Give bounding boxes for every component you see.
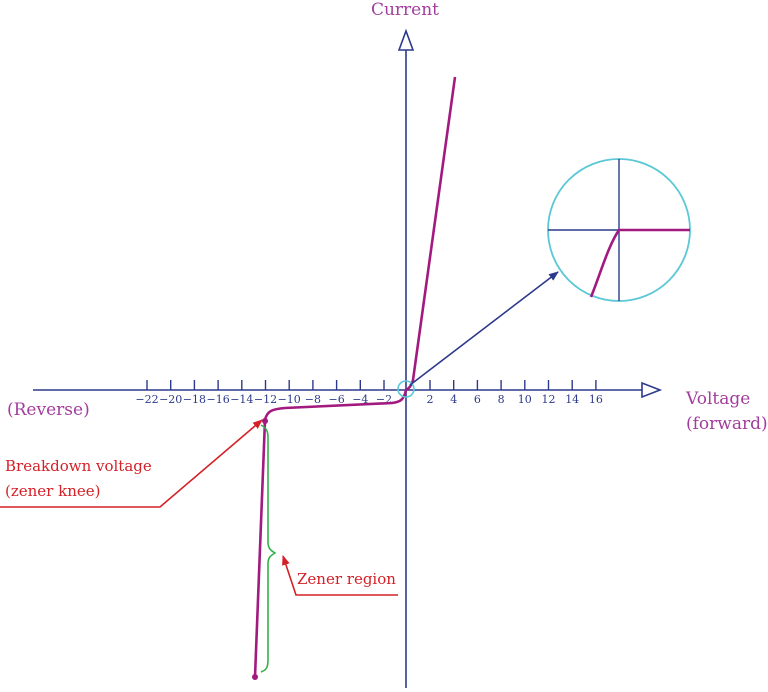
positive-tick-label: 12 [542,393,556,406]
negative-tick-label: −22 [135,393,158,406]
breakdown-voltage-label: Breakdown voltage [5,457,152,475]
zener-region-label: Zener region [297,570,396,588]
positive-tick-label: 2 [427,393,434,406]
negative-tick-label: −12 [254,393,277,406]
zoom-arrow [409,271,559,386]
inset-curve [589,228,690,298]
positive-tick-label: 6 [474,393,481,406]
x-axis-label-voltage: Voltage [685,389,750,409]
origin-zoom-circle [397,380,415,398]
negative-tick-label: −6 [328,393,344,406]
zener-knee-label: (zener knee) [5,482,100,500]
x-axis-label-forward: (forward) [686,414,768,434]
reverse-curve [253,389,408,678]
curve-end-point [252,674,258,680]
negative-tick-label: −10 [278,393,301,406]
negative-tick-label: −20 [159,393,182,406]
zener-region-bracket [260,424,277,673]
y-axis-label: Current [371,0,439,20]
forward-curve [405,76,457,392]
positive-tick-label: 16 [589,393,603,406]
knee-point [262,418,268,424]
negative-tick-label: −16 [206,393,229,406]
positive-tick-label: 8 [498,393,505,406]
positive-tick-label: 4 [450,393,457,406]
positive-tick-label: 10 [518,393,532,406]
negative-tick-label: −8 [305,393,321,406]
zener-region-pointer [282,555,398,596]
reverse-label: (Reverse) [7,400,90,420]
breakdown-pointer [0,419,263,508]
y-axis-arrowhead [397,28,415,51]
positive-ticks: 2 4 6 8 10 12 14 16 [427,380,603,406]
negative-tick-label: −4 [352,393,368,406]
negative-tick-label: −18 [183,393,206,406]
negative-ticks: −22−20−18−16−14−12−10−8−6−4−2 [135,380,392,406]
positive-tick-label: 14 [565,393,579,406]
negative-tick-label: −14 [230,393,253,406]
inset-magnified-view [547,158,691,302]
x-axis-arrowhead [641,381,663,399]
